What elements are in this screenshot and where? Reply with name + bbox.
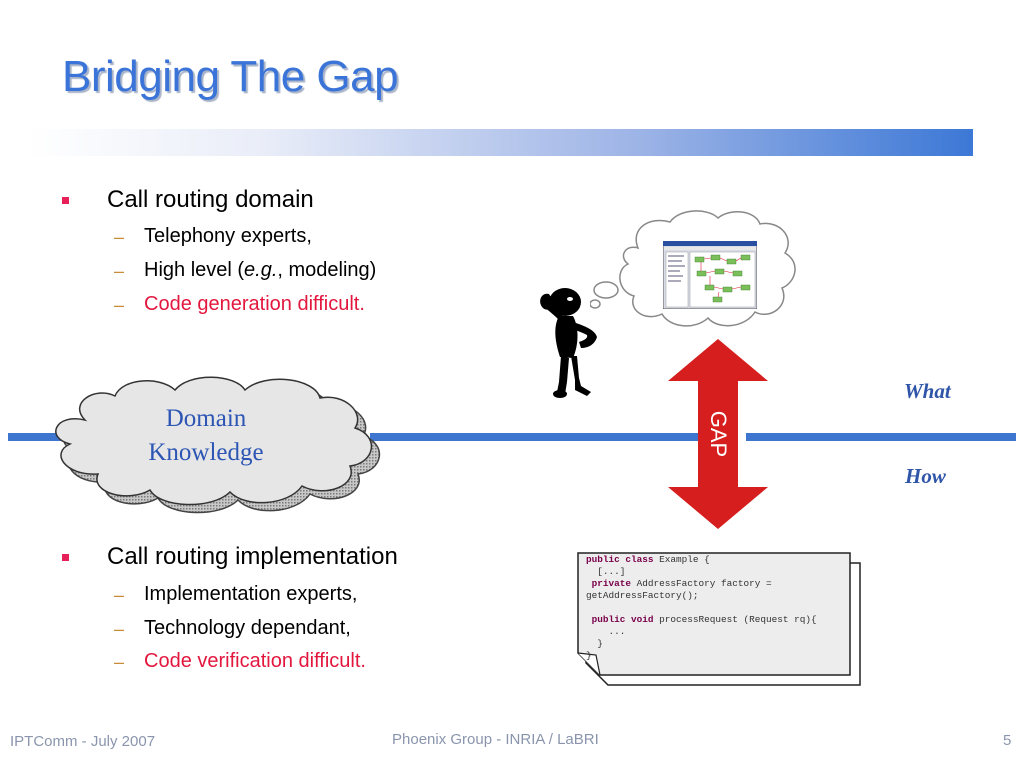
item-italic-text: e.g. [244, 259, 278, 281]
divider-line-left [8, 433, 78, 441]
code-text: getAddressFactory(); [586, 590, 699, 601]
cloud-text-line2: Knowledge [148, 439, 264, 466]
code-keyword: public void [591, 614, 654, 625]
divider-line-middle [370, 433, 700, 441]
section2-item-3: Code verification difficult. [144, 650, 366, 672]
section1-heading: Call routing domain [107, 186, 314, 213]
section2-item-2: Technology dependant, [144, 617, 351, 639]
dash-icon: – [114, 585, 125, 605]
item-text: , modeling) [277, 259, 377, 281]
footer-left: IPTComm - July 2007 [10, 733, 156, 750]
gap-double-arrow-icon [668, 339, 768, 529]
dash-icon: – [114, 261, 125, 281]
section2-item-1: Implementation experts, [144, 583, 358, 605]
slide-title: Bridging The Gap [62, 52, 399, 101]
gap-label: GAP [706, 410, 731, 458]
footer-center: Phoenix Group - INRIA / LaBRI [392, 731, 599, 748]
cloud-text-line1: Domain [165, 405, 247, 432]
dash-icon: – [114, 619, 125, 639]
dash-icon: – [114, 295, 125, 315]
page-number: 5 [1003, 732, 1012, 749]
bullet-square-icon [62, 554, 69, 561]
section2-heading: Call routing implementation [107, 543, 398, 570]
cloud-text: Domain Knowledge [120, 402, 292, 470]
section1-item-2: High level (e.g., modeling) [144, 259, 376, 282]
software-screenshot-icon [663, 241, 757, 309]
code-text: } [586, 638, 603, 649]
code-text: processRequest (Request rq){ [653, 614, 817, 625]
code-text: AddressFactory factory = [631, 578, 772, 589]
code-text: } [586, 650, 592, 661]
section1-item-1: Telephony experts, [144, 225, 312, 247]
thinking-person-icon [540, 288, 597, 398]
code-document-icon [577, 552, 861, 686]
dash-icon: – [114, 652, 125, 672]
item-text: High level ( [144, 259, 245, 281]
title-gradient-bar [28, 129, 973, 156]
dash-icon: – [114, 227, 125, 247]
code-snippet: public class Example { [...] private Add… [586, 554, 848, 662]
section1-item-3: Code generation difficult. [144, 293, 365, 315]
code-keyword: private [591, 578, 632, 589]
bullet-square-icon [62, 197, 69, 204]
what-label: What [904, 379, 951, 403]
how-label: How [905, 464, 946, 488]
code-text: [...] [586, 566, 626, 577]
code-text: Example { [653, 554, 710, 565]
cloud-icon [55, 376, 381, 514]
divider-line-right [746, 433, 1016, 441]
code-keyword: public class [586, 554, 654, 565]
code-text: ... [586, 626, 626, 637]
